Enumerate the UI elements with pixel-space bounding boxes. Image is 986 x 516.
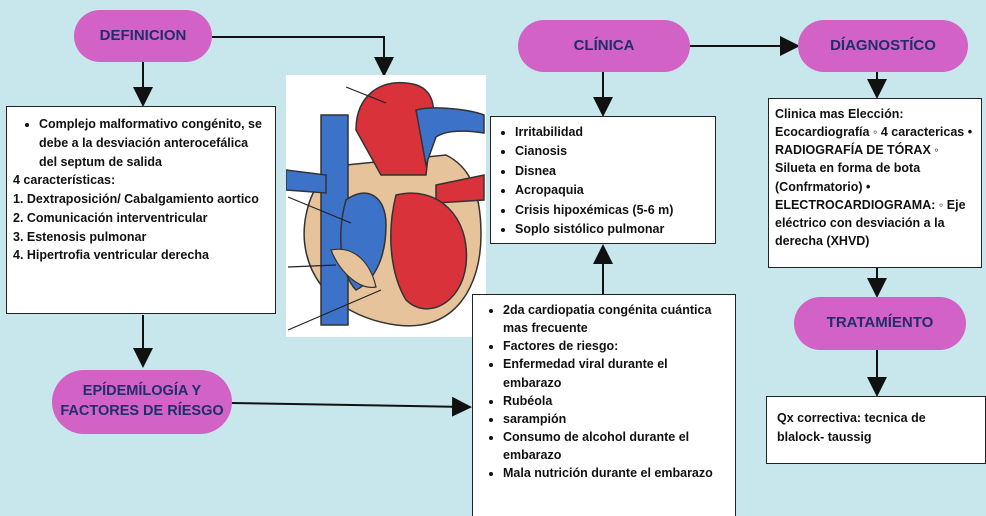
arrow-definicion-to-heart <box>212 36 394 77</box>
diagnostico-node: DÍAGNOSTÍCO <box>798 20 968 72</box>
arrow-epidemiologia-to-box <box>231 396 472 417</box>
definicion-label: DEFINICION <box>99 26 187 44</box>
diagnostico-text: Clinica mas Elección: Ecocardiografía ◦ … <box>775 107 973 248</box>
tratamiento-label: TRATAMÍENTO <box>826 314 934 332</box>
epidemiologia-label-line2: FACTORES DE RÍESGO <box>60 403 224 419</box>
epidemiologia-item: Rubéola <box>503 392 727 410</box>
clinica-item: Irritabilidad <box>515 123 709 142</box>
definicion-box: Complejo malformativo congénito, se debe… <box>6 106 276 314</box>
epidemiologia-item: Enfermedad viral durante el embarazo <box>503 355 727 391</box>
epidemiologia-box: 2da cardiopatia congénita cuántica mas f… <box>472 294 736 516</box>
definicion-line-3: 3. Estenosis pulmonar <box>13 229 147 244</box>
clinica-item: Disnea <box>515 162 709 181</box>
epidemiologia-node: EPÍDEMÍLOGÍA Y FACTORES DE RÍESGO <box>52 370 232 434</box>
clinica-item: Cianosis <box>515 142 709 161</box>
definicion-line-1: 1. Dextraposición/ Cabalgamiento aortico <box>13 192 259 206</box>
diagnostico-label: DÍAGNOSTÍCO <box>830 36 936 54</box>
definicion-node: DEFINICION <box>74 10 212 62</box>
heart-illustration <box>286 75 486 337</box>
clinica-item: Soplo sistólico pulmonar <box>515 220 709 239</box>
clinica-item: Crisis hipoxémicas (5-6 m) <box>515 201 709 220</box>
tratamiento-text: Qx correctiva: tecnica de blalock- tauss… <box>777 411 926 444</box>
definicion-line-2: 2. Comunicación interventricular <box>13 210 208 225</box>
clinica-item: Acropaquia <box>515 181 709 200</box>
clinica-node: CLÍNICA <box>518 20 690 72</box>
clinica-label: CLÍNICA <box>573 36 635 54</box>
tratamiento-box: Qx correctiva: tecnica de blalock- tauss… <box>766 396 986 464</box>
epidemiologia-item: sarampión <box>503 410 727 428</box>
clinica-box: Irritabilidad Cianosis Disnea Acropaquia… <box>490 116 716 244</box>
tratamiento-node: TRATAMÍENTO <box>794 297 966 350</box>
epidemiologia-item: Consumo de alcohol durante el embarazo <box>503 428 727 464</box>
epidemiologia-label-line1: EPÍDEMÍLOGÍA Y <box>82 383 202 400</box>
definicion-bullet: Complejo malformativo congénito, se debe… <box>39 115 269 171</box>
definicion-line-caracteristicas: 4 características: <box>13 173 116 188</box>
epidemiologia-item: Mala nutrición durante el embarazo <box>503 464 727 482</box>
diagnostico-box: Clinica mas Elección: Ecocardiografía ◦ … <box>768 98 982 268</box>
epidemiologia-item: Factores de riesgo: <box>503 337 727 355</box>
definicion-line-4: 4. Hipertrofia ventricular derecha <box>13 248 209 263</box>
epidemiologia-item: 2da cardiopatia congénita cuántica mas f… <box>503 301 727 337</box>
